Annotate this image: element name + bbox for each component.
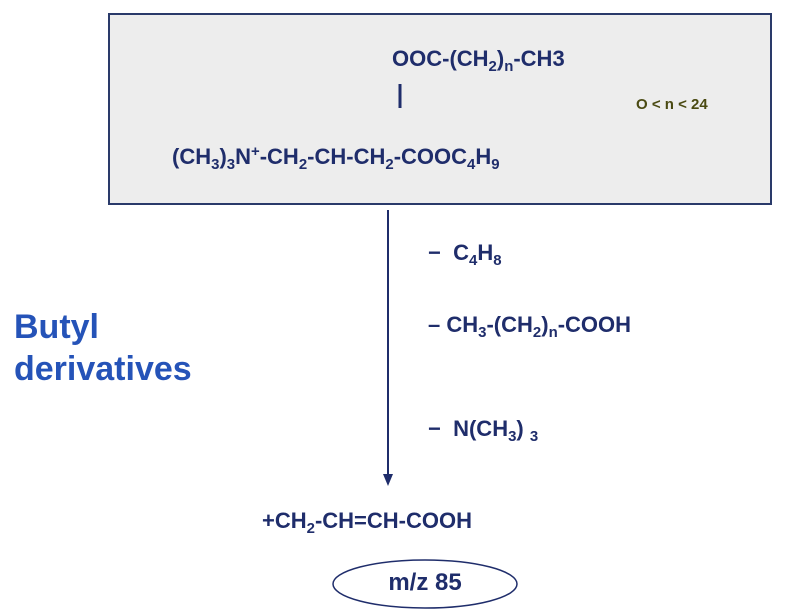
ester-side-chain: OOC-(CH2)n-CH3: [392, 46, 565, 76]
loss-trimethylamine: − N(CH3) 3: [428, 416, 539, 446]
loss-butene: − C4H8: [428, 240, 502, 270]
main-chain-formula: (CH3)3N+-CH2-CH-CH2-COOC4H9: [172, 142, 500, 174]
n-range-label: O < n < 24: [636, 96, 708, 113]
loss-fatty-acid: – CH3-(CH2)n-COOH: [428, 312, 632, 342]
fragmentation-arrow-head: [383, 474, 393, 486]
butyl-derivatives-label: Butyl derivatives: [14, 308, 192, 388]
product-ion-formula: +CH2-CH=CH-COOH: [262, 508, 473, 538]
mz-oval: [332, 559, 518, 609]
mz-value-label: m/z 85: [388, 569, 462, 596]
precursor-structure-box: [108, 13, 772, 205]
